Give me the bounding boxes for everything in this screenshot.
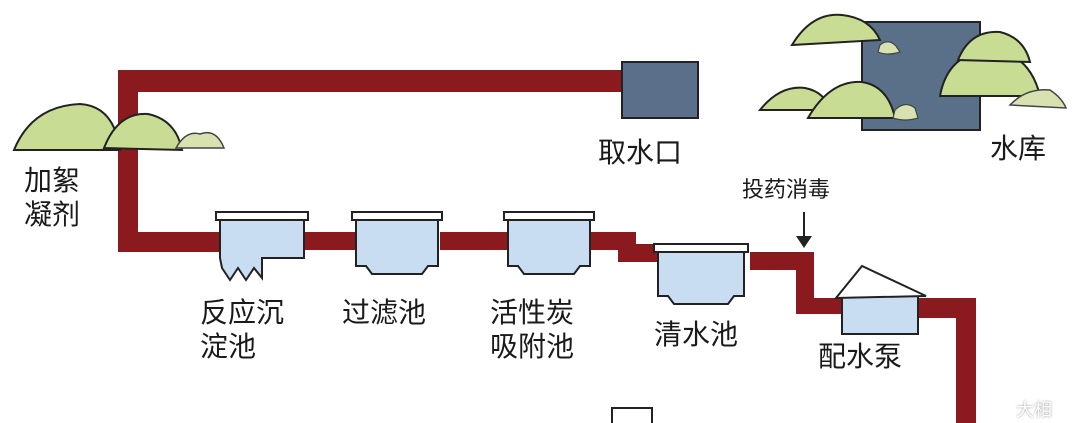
watermark: 大相	[1016, 400, 1052, 421]
intake-label: 取水口	[598, 136, 683, 169]
bottom-partial-box	[611, 407, 653, 423]
coagulation-label: 加絮 凝剂	[24, 164, 81, 231]
coagulant-hills	[12, 102, 226, 152]
clearwell-tank	[653, 243, 749, 305]
disinfection-arrow	[796, 212, 812, 248]
carbon-tank	[503, 211, 595, 275]
pipeline	[118, 70, 976, 423]
sedimentation-label: 反应沉 淀池	[200, 296, 285, 363]
pump-house	[833, 264, 927, 335]
filter-tank	[351, 211, 443, 275]
disinfection-label: 投药消毒	[742, 178, 831, 203]
filter-label: 过滤池	[342, 296, 427, 329]
pump-label: 配水泵	[818, 340, 903, 373]
sedimentation-tank	[215, 211, 309, 282]
reservoir	[757, 13, 1068, 131]
intake-box	[621, 61, 699, 119]
carbon-label: 活性炭 吸附池	[490, 296, 575, 363]
reservoir-label: 水库	[990, 132, 1047, 165]
clearwell-label: 清水池	[654, 318, 739, 351]
